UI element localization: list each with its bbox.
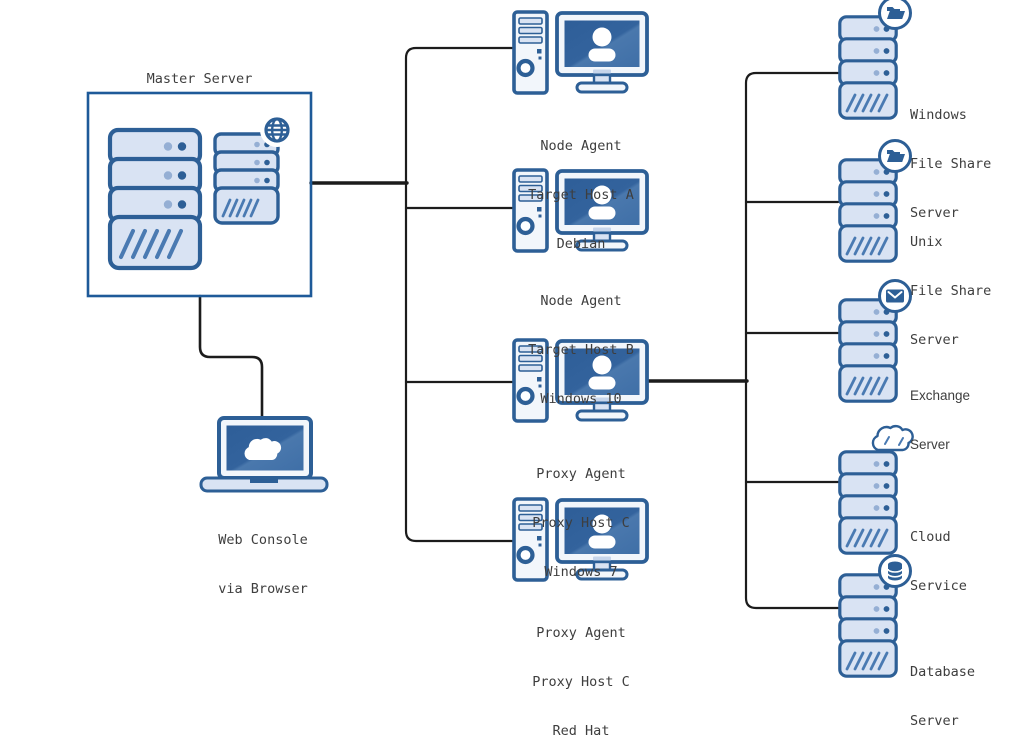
server-label-line: Server bbox=[910, 437, 950, 453]
server-label-line: Unix bbox=[910, 234, 943, 251]
envelope-icon bbox=[878, 279, 912, 313]
web-console-label: Web Console via Browser bbox=[198, 500, 328, 613]
server-label-line: Server bbox=[910, 331, 959, 348]
folder-icon bbox=[878, 139, 912, 173]
server-label-line: Server bbox=[910, 713, 959, 730]
server-rack-icon bbox=[838, 15, 898, 120]
agent-host: Proxy Host C bbox=[532, 674, 630, 691]
wire-right-trunk bbox=[744, 71, 840, 610]
agent-label-host-b: Node Agent Target Host B Windows 10 bbox=[490, 261, 672, 423]
server-label-line: Exchange bbox=[910, 388, 971, 404]
agent-os: Red Hat bbox=[552, 722, 610, 739]
globe-icon bbox=[260, 113, 294, 147]
server-label-line: File Share bbox=[910, 283, 992, 300]
laptop-cloud-icon bbox=[199, 416, 329, 493]
server-label-unix-fs: Unix File Share Server bbox=[910, 202, 991, 364]
agent-label-host-a: Node Agent Target Host A Debian bbox=[490, 106, 672, 268]
agent-label-proxy-windows: Proxy Agent Proxy Host C Windows 7 bbox=[490, 434, 672, 596]
network-diagram: Master Server Web Console via Browser No… bbox=[86, 0, 991, 739]
folder-icon bbox=[878, 0, 912, 30]
exchange-server bbox=[838, 279, 912, 403]
windows-file-share-server bbox=[838, 0, 912, 120]
server-rack-icon bbox=[838, 573, 898, 678]
desktop-tower-icon bbox=[514, 12, 547, 93]
server-label-line: Cloud bbox=[910, 529, 951, 546]
server-label-database: Database Server bbox=[910, 632, 975, 745]
unix-file-share-server bbox=[838, 139, 912, 263]
server-rack-icon bbox=[838, 158, 898, 263]
wire-left-trunk bbox=[404, 46, 514, 543]
master-server-box bbox=[86, 91, 313, 298]
agent-role: Node Agent bbox=[540, 293, 622, 310]
agent-role: Proxy Agent bbox=[536, 625, 626, 642]
diagram-graphics bbox=[86, 0, 914, 678]
server-label-windows-fs: Windows File Share Server bbox=[910, 75, 991, 237]
web-console-line-1: Web Console bbox=[218, 532, 308, 549]
monitor-user-icon bbox=[555, 11, 649, 94]
server-rack-icon bbox=[838, 298, 898, 403]
cloud-icon bbox=[871, 424, 914, 452]
master-large-server-icon bbox=[110, 130, 200, 268]
master-small-server-icon bbox=[213, 132, 280, 225]
database-server bbox=[838, 554, 912, 678]
server-label-line: Windows bbox=[910, 107, 967, 124]
agent-host: Target Host B bbox=[528, 342, 634, 359]
master-server-title: Master Server bbox=[146, 71, 253, 87]
agent-role: Proxy Agent bbox=[536, 466, 626, 483]
connector-lines bbox=[198, 46, 840, 610]
server-label-line: Database bbox=[910, 664, 976, 681]
server-label-line: File Share bbox=[910, 156, 992, 173]
agent-host: Target Host A bbox=[528, 187, 634, 204]
wire-master-to-console bbox=[198, 294, 264, 419]
agent-label-proxy-redhat: Proxy Agent Proxy Host C Red Hat bbox=[490, 593, 672, 755]
agent-host: Proxy Host C bbox=[532, 515, 630, 532]
server-label-line: Server bbox=[910, 204, 959, 221]
database-icon bbox=[878, 554, 912, 588]
server-label-line: Service bbox=[910, 578, 967, 595]
cloud-service-server bbox=[838, 424, 914, 555]
agent-role: Node Agent bbox=[540, 138, 622, 155]
agent-os: Windows 10 bbox=[540, 390, 622, 407]
agent-os: Debian bbox=[556, 235, 606, 252]
server-rack-icon bbox=[838, 450, 898, 555]
server-label-exchange: Exchange Server bbox=[910, 356, 970, 469]
server-label-cloud: Cloud Service bbox=[910, 497, 967, 610]
agent-host-a bbox=[514, 11, 649, 94]
web-console-line-2: via Browser bbox=[218, 581, 308, 598]
agent-os: Windows 7 bbox=[544, 563, 618, 580]
